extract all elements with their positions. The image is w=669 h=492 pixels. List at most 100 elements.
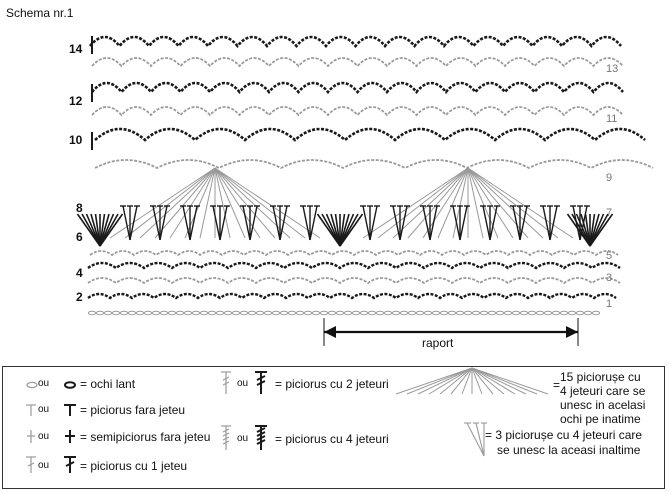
fan-stitch bbox=[467, 167, 484, 239]
cluster-stitch bbox=[362, 205, 371, 241]
cluster-stitch bbox=[572, 205, 581, 241]
chain-stitch bbox=[311, 310, 321, 316]
arch-row-14 bbox=[88, 35, 623, 49]
fan-stitch bbox=[124, 167, 216, 239]
chain-stitch bbox=[415, 310, 425, 316]
chain-stitch bbox=[399, 310, 409, 316]
row-label-7: 7 bbox=[606, 207, 613, 219]
fan-stitch bbox=[214, 167, 246, 239]
chain-stitch bbox=[439, 310, 449, 316]
arch-row-4 bbox=[87, 261, 621, 270]
chain-stitch bbox=[495, 310, 505, 316]
row-label-5: 5 bbox=[606, 250, 613, 262]
cluster-stitch bbox=[459, 205, 468, 241]
arch-row-3 bbox=[87, 277, 621, 285]
cluster-stitch bbox=[452, 205, 461, 241]
chain-stitch bbox=[407, 310, 417, 316]
chain-stitch bbox=[263, 310, 273, 316]
chain-stitch bbox=[487, 310, 497, 316]
chain-stitch bbox=[527, 310, 537, 316]
legend-fan3-line2: se unesc la aceasi inaltime bbox=[497, 443, 641, 457]
chain-stitch bbox=[279, 310, 289, 316]
shell-stitch bbox=[589, 213, 614, 247]
legend-fan15-eq: = bbox=[553, 378, 561, 392]
legend-fan15-line2: 4 jeteuri care se bbox=[560, 384, 646, 398]
chain-icon bbox=[26, 381, 76, 389]
chain-stitch bbox=[95, 310, 105, 316]
cluster-stitch bbox=[399, 205, 408, 241]
fan-stitch bbox=[199, 167, 216, 239]
fan-stitch bbox=[362, 167, 469, 239]
fan-stitch bbox=[154, 167, 216, 239]
cluster-stitch bbox=[279, 205, 288, 241]
crochet-chart bbox=[76, 35, 654, 346]
arch-row-2 bbox=[87, 292, 617, 300]
chain-stitch bbox=[111, 310, 121, 316]
chain-stitch bbox=[591, 310, 601, 316]
cluster-stitch bbox=[212, 205, 221, 241]
chain-stitch bbox=[183, 310, 193, 316]
chain-stitch bbox=[223, 310, 233, 316]
chain-stitch bbox=[167, 310, 177, 316]
chain-stitch bbox=[503, 310, 513, 316]
shell-stitch bbox=[99, 213, 124, 247]
chain-stitch bbox=[567, 310, 577, 316]
chain-stitch bbox=[359, 310, 369, 316]
chain-stitch bbox=[519, 310, 529, 316]
row-label-8: 8 bbox=[76, 201, 83, 215]
cluster-stitch bbox=[519, 205, 528, 241]
legend-dc2-text: = piciorus cu 2 jeteuri bbox=[275, 377, 389, 391]
legend-slip-text: = semipiciorus fara jeteu bbox=[80, 430, 211, 444]
row-label-3: 3 bbox=[606, 272, 613, 284]
arch-row-5 bbox=[89, 250, 619, 257]
legend-chain-text: = ochi lant bbox=[80, 377, 136, 391]
row-label-14: 14 bbox=[69, 42, 83, 56]
row-label-9: 9 bbox=[606, 172, 613, 184]
cluster-stitch bbox=[152, 205, 161, 241]
chain-stitch bbox=[383, 310, 393, 316]
chain-stitch bbox=[215, 310, 225, 316]
legend-ou-6: ou bbox=[237, 433, 249, 444]
chain-stitch bbox=[239, 310, 249, 316]
cluster-stitch bbox=[369, 205, 378, 241]
cluster-stitch bbox=[482, 205, 491, 241]
chain-stitch bbox=[575, 310, 585, 316]
arch-row-12 bbox=[90, 81, 625, 95]
chain-stitch bbox=[127, 310, 137, 316]
chain-stitch bbox=[351, 310, 361, 316]
fan-stitch bbox=[169, 167, 216, 239]
row-label-4: 4 bbox=[76, 266, 83, 280]
chain-stitch bbox=[231, 310, 241, 316]
raport-arrow-left bbox=[324, 326, 336, 338]
cluster-stitch bbox=[422, 205, 431, 241]
chain-stitch bbox=[327, 310, 337, 316]
legend-ou-5: ou bbox=[237, 378, 249, 389]
diagram-title: Schema nr.1 bbox=[6, 6, 74, 20]
chain-stitch bbox=[87, 310, 97, 316]
fan-stitch bbox=[139, 167, 216, 239]
arch-row-10 bbox=[94, 127, 646, 142]
quadruple-treble-icon bbox=[221, 425, 267, 450]
cluster-stitch bbox=[512, 205, 521, 241]
fan-3-icon bbox=[464, 422, 487, 457]
row-label-12: 12 bbox=[69, 94, 83, 108]
fan-stitch bbox=[437, 167, 469, 239]
cluster-stitch bbox=[302, 205, 311, 241]
chain-stitch bbox=[543, 310, 553, 316]
chain-stitch bbox=[175, 310, 185, 316]
chain-stitch bbox=[343, 310, 353, 316]
single-crochet-icon bbox=[26, 404, 76, 416]
cluster-stitch bbox=[249, 205, 258, 241]
chain-stitch bbox=[471, 310, 481, 316]
chain-stitch bbox=[375, 310, 385, 316]
slip-stitch-icon bbox=[27, 430, 75, 443]
row-label-1: 1 bbox=[606, 298, 613, 310]
chain-stitch bbox=[295, 310, 305, 316]
chain-stitch bbox=[159, 310, 169, 316]
legend-fan15-line1: 15 piciorușe cu bbox=[560, 370, 641, 384]
chain-stitch bbox=[207, 310, 217, 316]
legend-dc1-text: = piciorus cu 1 jeteu bbox=[80, 459, 188, 473]
legend-ou-1: ou bbox=[38, 378, 50, 389]
fan-stitch bbox=[467, 167, 574, 239]
raport-label: raport bbox=[422, 336, 454, 350]
